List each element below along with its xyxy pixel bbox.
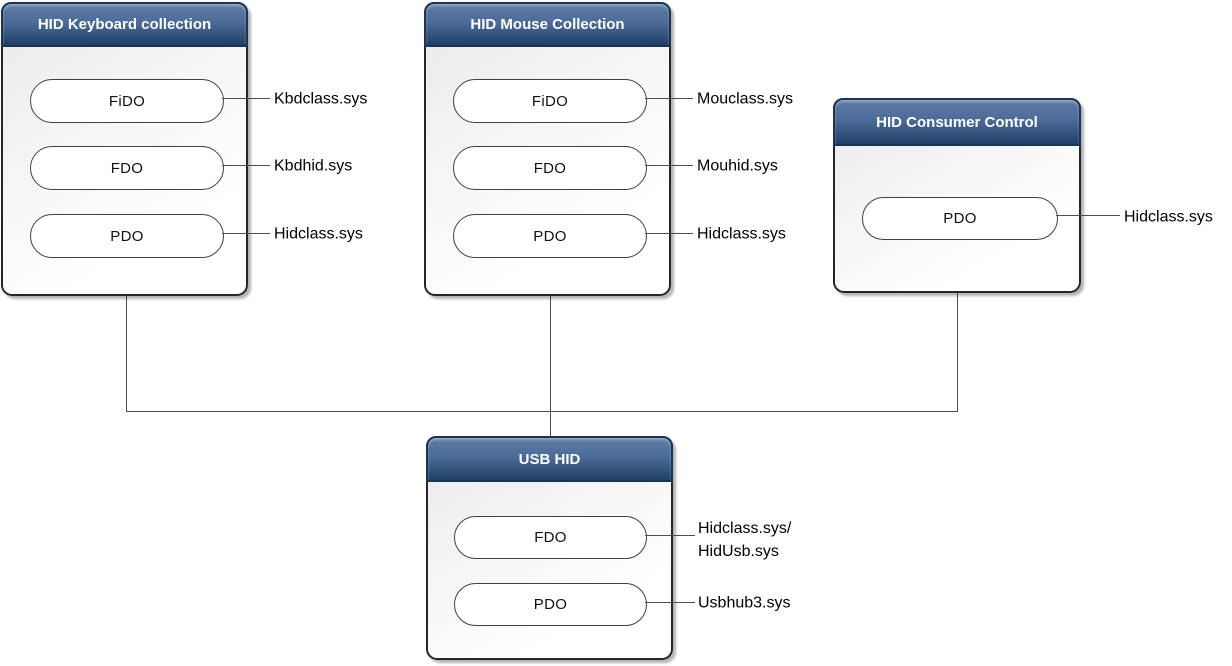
node-label: PDO: [110, 227, 144, 245]
annotation-mouhid: Mouhid.sys: [697, 157, 778, 175]
annotation-hidclass-hidusb: Hidclass.sys/ HidUsb.sys: [698, 517, 791, 563]
leader-usb-pdo: [645, 602, 695, 604]
annotation-hidclass-keyboard: Hidclass.sys: [274, 225, 363, 243]
node-mouse-fdo: FDO: [453, 146, 647, 190]
connector-horizontal-bus: [126, 411, 958, 413]
node-keyboard-pdo: PDO: [30, 214, 224, 258]
node-mouse-pdo: PDO: [453, 214, 647, 258]
annotation-hidclass-mouse: Hidclass.sys: [697, 225, 786, 243]
node-label: PDO: [533, 227, 567, 245]
group-hid-keyboard-collection: HID Keyboard collection FiDO FDO PDO: [1, 2, 248, 296]
annotation-kbdclass: Kbdclass.sys: [274, 90, 368, 108]
node-consumer-pdo: PDO: [862, 197, 1058, 240]
node-keyboard-fdo: FDO: [30, 146, 224, 190]
group-header-usb-hid: USB HID: [426, 436, 673, 482]
annotation-usbhub3: Usbhub3.sys: [698, 594, 791, 612]
node-label: PDO: [533, 596, 568, 613]
node-mouse-fido: FiDO: [453, 79, 647, 123]
group-title-keyboard: HID Keyboard collection: [37, 16, 212, 33]
leader-keyboard-fdo: [222, 165, 270, 167]
connector-mouse-down: [550, 295, 552, 437]
connector-keyboard-down: [126, 295, 128, 412]
node-label: FDO: [110, 159, 144, 177]
group-hid-consumer-control: HID Consumer Control PDO: [833, 98, 1081, 293]
node-label: FiDO: [108, 92, 146, 110]
leader-consumer-pdo: [1056, 215, 1120, 217]
group-usb-hid: USB HID FDO PDO: [426, 436, 673, 660]
group-hid-mouse-collection: HID Mouse Collection FiDO FDO PDO: [424, 2, 671, 296]
connector-consumer-down: [957, 292, 959, 412]
annotation-line-1: Hidclass.sys/: [698, 520, 792, 537]
node-label: FDO: [533, 159, 567, 177]
node-usb-fdo: FDO: [454, 516, 647, 559]
annotation-mouclass: Mouclass.sys: [697, 90, 794, 108]
leader-usb-fdo: [645, 535, 695, 537]
group-title-usb-hid: USB HID: [518, 450, 581, 468]
leader-mouse-fido: [645, 98, 693, 100]
node-label: FDO: [534, 529, 567, 546]
group-header-consumer: HID Consumer Control: [833, 98, 1081, 146]
group-title-mouse: HID Mouse Collection: [470, 16, 625, 33]
annotation-kbdhid: Kbdhid.sys: [274, 157, 353, 175]
node-label: PDO: [943, 210, 977, 227]
node-label: FiDO: [531, 92, 569, 110]
node-keyboard-fido: FiDO: [30, 79, 224, 123]
group-title-consumer: HID Consumer Control: [876, 113, 1038, 131]
group-header-keyboard: HID Keyboard collection: [1, 2, 248, 47]
leader-keyboard-pdo: [222, 233, 270, 235]
group-header-mouse: HID Mouse Collection: [424, 2, 671, 47]
node-usb-pdo: PDO: [454, 583, 647, 626]
leader-keyboard-fido: [222, 98, 270, 100]
leader-mouse-pdo: [645, 233, 693, 235]
annotation-hidclass-consumer: Hidclass.sys: [1124, 208, 1213, 226]
leader-mouse-fdo: [645, 165, 693, 167]
annotation-line-2: HidUsb.sys: [698, 543, 779, 560]
